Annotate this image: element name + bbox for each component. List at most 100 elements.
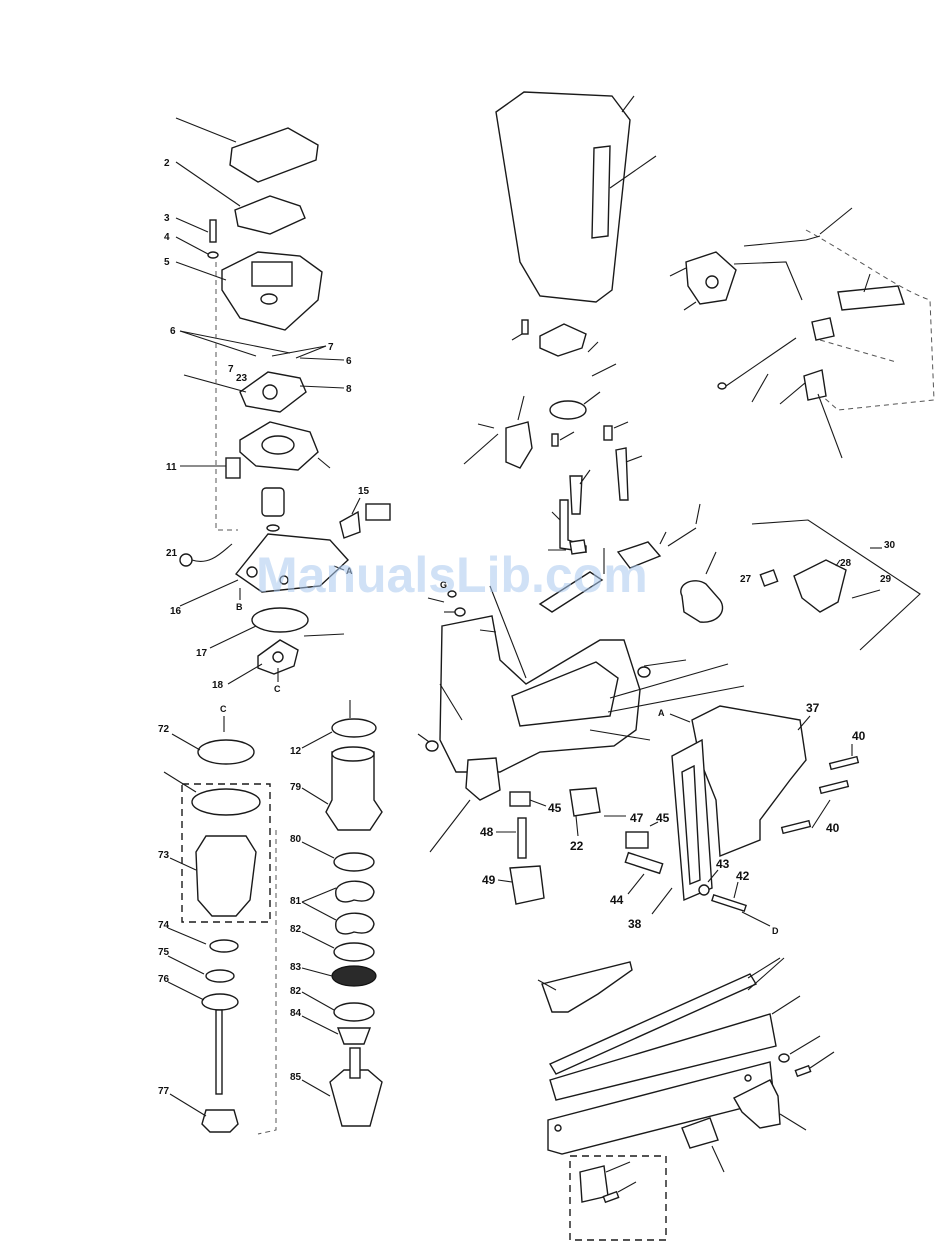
letter-c-fan: C	[274, 684, 281, 694]
o-ring-12	[332, 719, 376, 737]
label-45b: 45	[656, 811, 670, 825]
wire-clip	[681, 581, 723, 622]
cap-assembly: 2 3 4 5 6 7 7 6 23 8	[164, 118, 390, 694]
housing-grid	[252, 262, 292, 286]
ring-82a	[334, 943, 374, 961]
screw-40b	[820, 781, 849, 794]
spring-48	[518, 818, 526, 858]
cylinder-79-top	[332, 747, 374, 761]
label-44: 44	[610, 893, 624, 907]
label-6b: 6	[346, 356, 352, 367]
label-37: 37	[806, 701, 820, 715]
label-30: 30	[884, 540, 896, 551]
label-7a: 7	[228, 364, 234, 375]
screw-40a	[830, 757, 859, 770]
label-4: 4	[164, 232, 170, 243]
rail-hole-1	[555, 1125, 561, 1131]
cylinder-head	[196, 836, 256, 916]
label-80: 80	[290, 834, 302, 845]
lever	[616, 448, 628, 500]
label-48: 48	[480, 825, 494, 839]
seal-80	[334, 853, 374, 871]
valve-block	[366, 504, 390, 520]
washer-rail	[779, 1054, 789, 1062]
bracket	[804, 370, 826, 400]
label-7b: 7	[328, 342, 334, 353]
trigger-28	[794, 560, 846, 612]
fan-hub	[273, 652, 283, 662]
label-2: 2	[164, 158, 170, 169]
label-38: 38	[628, 917, 642, 931]
label-47: 47	[630, 811, 644, 825]
label-40b: 40	[826, 821, 840, 835]
label-42: 42	[736, 869, 750, 883]
latch	[506, 422, 532, 468]
label-83: 83	[290, 962, 302, 973]
spring-pin	[522, 320, 528, 334]
pad-45b	[626, 832, 648, 848]
gasket	[235, 196, 305, 234]
label-45a: 45	[548, 801, 562, 815]
frame-nose	[466, 758, 500, 800]
pin-44	[625, 853, 662, 874]
label-8: 8	[346, 384, 352, 395]
screw	[210, 220, 216, 242]
retaining-ring	[252, 608, 308, 632]
label-5: 5	[164, 257, 170, 268]
seal-81b	[336, 913, 374, 934]
screw-40c	[782, 821, 811, 834]
nut-handle	[638, 667, 650, 677]
label-81: 81	[290, 896, 302, 907]
cylinder-sleeve	[262, 488, 284, 516]
letter-a-handle: A	[658, 708, 665, 718]
magazine-rails	[538, 958, 834, 1240]
letter-d: D	[772, 926, 779, 936]
seal-81a	[336, 881, 374, 902]
label-49: 49	[482, 873, 496, 887]
label-23: 23	[236, 373, 248, 384]
rail-hole-2	[745, 1075, 751, 1081]
coil-spring	[668, 528, 696, 546]
guide-85-shaft	[350, 1048, 360, 1078]
trigger-valve	[340, 512, 360, 538]
label-21: 21	[166, 548, 178, 559]
nut-43	[699, 885, 709, 895]
pin-small	[552, 434, 558, 446]
label-77: 77	[158, 1086, 170, 1097]
label-82b: 82	[290, 986, 302, 997]
housing-hole	[261, 294, 277, 304]
label-82a: 82	[290, 924, 302, 935]
cylinder-79	[326, 752, 382, 830]
label-17: 17	[196, 648, 208, 659]
nut-frame	[426, 741, 438, 751]
label-29: 29	[880, 574, 892, 585]
cover-plate	[230, 128, 318, 182]
label-72: 72	[158, 724, 170, 735]
wave-washer	[198, 740, 254, 764]
pad-45a	[510, 792, 530, 806]
plate-hole	[263, 385, 277, 399]
connector	[812, 318, 834, 340]
motor-hub	[262, 436, 294, 454]
label-11: 11	[166, 462, 177, 473]
label-12: 12	[290, 746, 302, 757]
terminal	[718, 383, 726, 389]
piston-head	[202, 994, 238, 1010]
label-43: 43	[716, 857, 730, 871]
o-ring-small	[267, 525, 279, 531]
washer	[208, 252, 218, 258]
handle-37	[692, 706, 806, 856]
fitting	[226, 458, 240, 478]
letter-c-top: C	[220, 704, 227, 714]
sleeve-27	[760, 570, 777, 586]
label-3: 3	[164, 213, 170, 224]
driver-blade	[216, 1010, 222, 1094]
label-75: 75	[158, 947, 170, 958]
label-15: 15	[358, 486, 370, 497]
hub-plate	[540, 324, 586, 356]
label-6a: 6	[170, 326, 176, 337]
gasket-center	[550, 401, 586, 419]
battery-pack	[838, 286, 904, 310]
label-18: 18	[212, 680, 224, 691]
